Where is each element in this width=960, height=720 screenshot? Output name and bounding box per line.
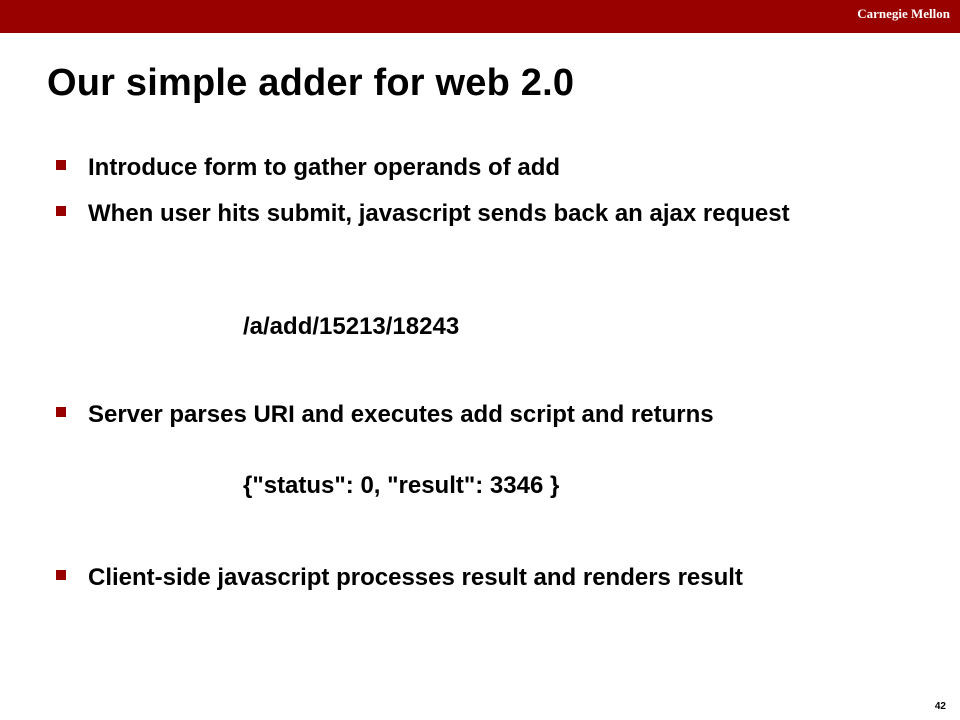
slide-title: Our simple adder for web 2.0: [47, 62, 575, 104]
bullet-square-icon: [56, 570, 66, 580]
request-path: /a/add/15213/18243: [243, 313, 460, 340]
bullet-square-icon: [56, 160, 66, 170]
bullet-text: When user hits submit, javascript sends …: [88, 200, 790, 227]
bullet-text: Client-side javascript processes result …: [88, 564, 743, 591]
brand-label: Carnegie Mellon: [857, 6, 950, 21]
response-json: {"status": 0, "result": 3346 }: [243, 472, 560, 499]
bullet-text: Introduce form to gather operands of add: [88, 154, 561, 181]
bullet-square-icon: [56, 407, 66, 417]
page-number: 42: [934, 701, 946, 712]
header-bar: Carnegie Mellon: [0, 0, 960, 33]
bullet-text: Server parses URI and executes add scrip…: [88, 401, 714, 428]
bullet-square-icon: [56, 206, 66, 216]
